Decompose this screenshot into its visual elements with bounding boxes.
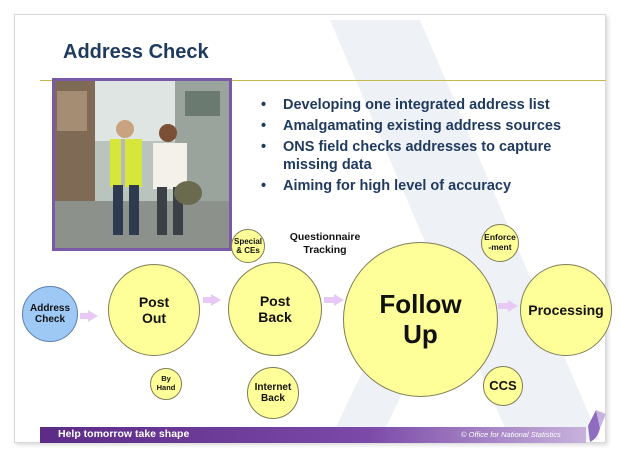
- internet-back-node: Internet Back: [247, 367, 299, 419]
- node-label: Processing: [528, 301, 604, 318]
- arrow-stem: [324, 297, 334, 303]
- arrow-stem: [80, 313, 88, 319]
- bullet-text: Developing one integrated address list: [283, 97, 550, 113]
- process-arrow: [211, 294, 221, 306]
- bullet-symbol: •: [261, 97, 267, 113]
- slide-title: Address Check: [63, 41, 209, 63]
- title-divider: [40, 80, 606, 81]
- arrow-stem: [203, 297, 211, 303]
- bullet-item: • Aiming for high level of accuracy: [261, 177, 606, 195]
- ccs-node: CCS: [483, 366, 523, 406]
- address-check-node: Address Check: [22, 286, 78, 342]
- node-label: By Hand: [156, 374, 176, 392]
- footer-bar: [40, 427, 586, 443]
- photo-illustration: [55, 81, 229, 248]
- node-label: Address Check: [29, 302, 70, 326]
- enforcement-node: Enforce -ment: [481, 224, 519, 262]
- process-arrow: [88, 310, 98, 322]
- node-label: Internet Back: [254, 381, 292, 405]
- bullet-list: •Developing one integrated address list …: [261, 96, 606, 198]
- node-label: Post Out: [138, 293, 170, 326]
- process-arrow: [508, 300, 518, 312]
- node-label: Post Back: [258, 292, 292, 325]
- bullet-item: • Developing one integrated address list: [261, 96, 606, 114]
- bullet-symbol: •: [261, 139, 267, 155]
- process-arrow: [334, 294, 344, 306]
- node-label: Special & CEs: [233, 236, 262, 255]
- bullet-item: • ONS field checks addresses to capture m…: [261, 138, 606, 174]
- arrow-stem: [498, 303, 508, 309]
- node-label: Enforce -ment: [484, 232, 516, 252]
- bullet-text: Aiming for high level of accuracy: [283, 178, 512, 194]
- questionnaire-tracking-caption: Questionnaire Tracking: [280, 231, 370, 257]
- bullet-text: ONS field checks addresses to capture mi…: [283, 139, 552, 173]
- post-back-node: Post Back: [228, 262, 322, 356]
- bullet-symbol: •: [261, 178, 267, 194]
- footer-tagline: Help tomorrow take shape: [58, 428, 190, 440]
- caption-text: Questionnaire Tracking: [289, 231, 361, 256]
- processing-node: Processing: [520, 264, 612, 356]
- bullet-item: • Amalgamating existing address sources: [261, 117, 606, 135]
- page-curl-graphic: [588, 410, 606, 442]
- by-hand-node: By Hand: [150, 368, 182, 400]
- node-label: CCS: [489, 377, 517, 393]
- node-label: Follow Up: [379, 288, 462, 349]
- footer-copyright: © Office for National Statistics: [461, 430, 561, 439]
- bullet-text: Amalgamating existing address sources: [283, 118, 562, 134]
- special-ces-node: Special & CEs: [231, 229, 265, 263]
- bullet-symbol: •: [261, 118, 267, 134]
- field-workers-photo: [52, 78, 232, 251]
- post-out-node: Post Out: [108, 264, 200, 356]
- follow-up-node: Follow Up: [343, 242, 498, 397]
